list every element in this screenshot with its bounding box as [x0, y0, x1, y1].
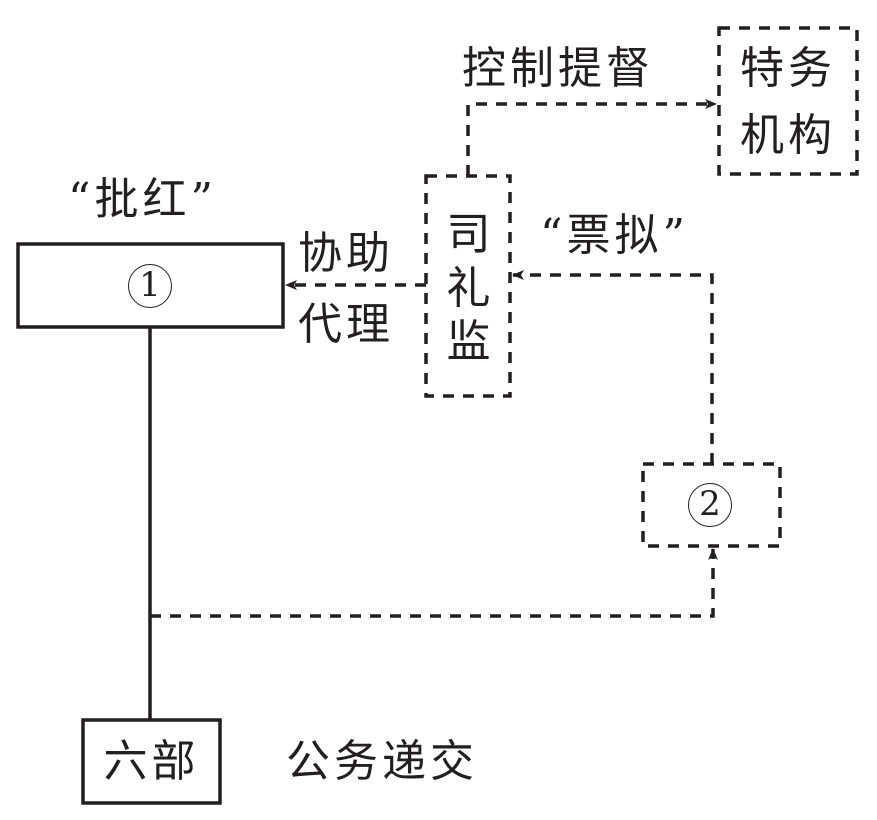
edge-assist-label-2: 代理: [298, 299, 394, 350]
node-tewu-label-1: 特务: [740, 43, 836, 94]
node-tewu-label-2: 机构: [740, 110, 836, 161]
node-tewu-box: [717, 26, 859, 176]
edge-piaoni-line: [512, 270, 714, 464]
node-silijian-char: 司: [446, 209, 491, 260]
node-1-number: 1: [128, 264, 172, 308]
edge-submit-line: [150, 548, 718, 618]
edge-assist-label-1: 协助: [298, 228, 394, 279]
node-silijian-char: 礼: [446, 262, 491, 314]
node-silijian-label: 司 礼 监: [426, 208, 511, 369]
edge-submit-label: 公务递交: [286, 736, 478, 787]
node-liubu-label: 六部: [103, 736, 200, 787]
node-2-number: 2: [688, 483, 732, 527]
edge-control-label: 控制提督: [462, 43, 654, 94]
node-1-note: “批红”: [68, 174, 217, 225]
node-silijian-char: 监: [446, 316, 491, 368]
edge-piaoni-label: “票拟”: [540, 210, 689, 261]
edge-control-line: [466, 99, 717, 176]
